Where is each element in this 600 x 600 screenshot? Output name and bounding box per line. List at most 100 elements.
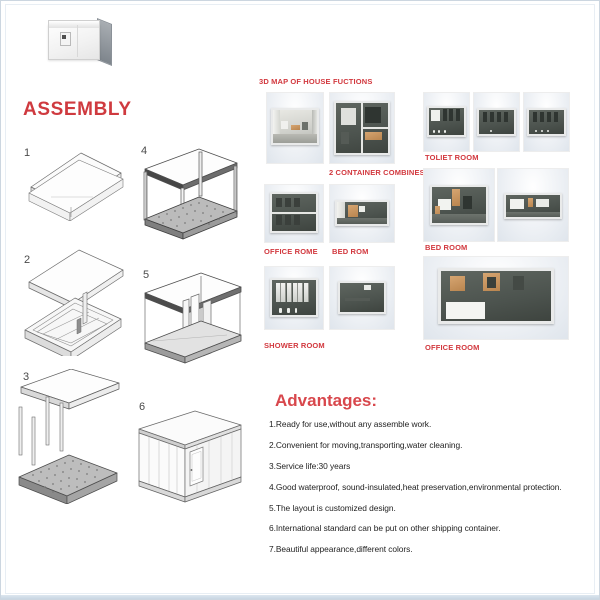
shower-stall-4 [292, 282, 298, 303]
shower-stall-5 [298, 282, 304, 303]
advantage-item-5: 5.The layout is customized design. [269, 502, 396, 513]
assembly-step-1: 1 [13, 141, 128, 221]
toilet-stall-3 [547, 111, 552, 123]
room-desk-3 [293, 197, 300, 208]
toilet-stall-3 [497, 111, 502, 123]
thumb-shower-room[interactable] [264, 266, 324, 330]
thumb-2-container-combines[interactable] [329, 92, 395, 164]
thumb-toliet-room-2[interactable] [473, 92, 520, 152]
toilet-fixture-1 [534, 129, 537, 133]
shower-stall-3 [287, 282, 292, 303]
step-5-number: 5 [143, 269, 150, 281]
assembly-heading: ASSEMBLY [23, 99, 132, 120]
thumb-office-room-large[interactable] [423, 256, 569, 340]
room-partition [536, 198, 550, 208]
step-3-drawing [18, 369, 120, 504]
toilet-fixture-3 [443, 130, 446, 134]
room-interior [438, 268, 554, 325]
room-partition-horizontal [271, 211, 317, 214]
room-partition-horizontal [360, 127, 388, 129]
room-cabinet [513, 276, 525, 291]
container-panel-seam [77, 25, 78, 57]
container-door [60, 32, 71, 46]
room-interior [269, 191, 319, 233]
thumb-toliet-room-1[interactable] [423, 92, 470, 152]
room-unit-bed [365, 131, 383, 140]
toilet-fixture-1 [489, 129, 492, 133]
toilet-stall-1 [533, 111, 538, 123]
room-nightstand [434, 206, 441, 218]
toilet-stall-1 [483, 111, 488, 123]
assembly-step-2: 2 [11, 246, 131, 356]
room-bed [509, 198, 525, 209]
toilet-fixture-3 [547, 129, 550, 133]
room-interior [429, 184, 489, 226]
room-interior [271, 108, 319, 145]
step-3-number: 3 [23, 371, 30, 383]
step-2-drawing [24, 249, 124, 356]
shower-stall-1 [275, 282, 281, 303]
thumb-office-rome[interactable] [264, 184, 324, 243]
thumb-3d-interior-overview[interactable] [266, 92, 324, 164]
toilet-stall-2 [540, 111, 545, 123]
step-4-drawing [143, 148, 238, 240]
toilet-stall-1 [443, 109, 448, 122]
caption-bed-room: BED ROOM [425, 243, 468, 252]
shower-fixture-3 [294, 308, 298, 313]
step-1-number: 1 [24, 147, 31, 159]
room-left-wall [273, 110, 281, 143]
thumb-bed-room-2[interactable] [497, 168, 569, 242]
step-2-number: 2 [24, 254, 31, 266]
room-desk-left [450, 276, 466, 292]
step-6-number: 6 [139, 401, 146, 413]
room-furniture-bed [290, 125, 301, 131]
advantage-item-2: 2.Convenient for moving,transporting,wat… [269, 439, 463, 450]
thumb-bed-rom[interactable] [329, 184, 395, 243]
room-floor [505, 211, 561, 218]
assembly-step-5: 5 [131, 263, 251, 373]
room-interior [477, 108, 516, 136]
room-desk-1 [276, 197, 282, 208]
shower-stall-6 [304, 282, 309, 303]
toilet-stall-2 [490, 111, 495, 123]
room-left-wall [337, 201, 346, 225]
caption-shower-room: SHOWER ROOM [264, 341, 325, 350]
room-desk-4 [276, 215, 282, 225]
thumb-shower-room-alt[interactable] [329, 266, 395, 330]
room-interior [427, 105, 466, 138]
room-unit-b [365, 107, 382, 124]
room-interior [270, 278, 318, 317]
assembly-step-4: 4 [133, 141, 243, 251]
room-wardrobe [348, 204, 358, 217]
thumb-bed-room-1[interactable] [423, 168, 495, 242]
caption-office-room: OFFICE ROOM [425, 343, 480, 352]
room-unit-c [340, 131, 349, 144]
toilet-fixture-2 [540, 129, 543, 133]
assembly-step-3: 3 [9, 369, 129, 504]
room-wardrobe [527, 197, 533, 208]
room-desk-6 [293, 215, 300, 225]
room-interior [335, 199, 389, 227]
advantages-heading: Advantages: [275, 391, 378, 410]
advantage-item-6: 6.International standard can be put on o… [269, 523, 501, 534]
thumb-toliet-room-3[interactable] [523, 92, 570, 152]
room-cabinet [463, 196, 473, 209]
room-floor [273, 134, 317, 143]
shower-fixture-2 [287, 308, 290, 313]
assembly-step-6: 6 [133, 399, 248, 507]
room-interior [334, 101, 390, 155]
room-light-floor-area [445, 302, 486, 320]
room-wardrobe [452, 189, 461, 206]
room-window [363, 284, 371, 291]
caption-toliet-room: TOLIET ROOM [425, 153, 479, 162]
room-furniture-unit [281, 121, 289, 129]
advantage-item-1: 1.Ready for use,without any assemble wor… [269, 419, 432, 429]
container-roof [48, 20, 100, 28]
room-right-wall [312, 110, 317, 143]
toilet-stall-2 [449, 109, 454, 122]
advantages-list: 1.Ready for use,without any assemble wor… [269, 419, 595, 565]
room-interior [337, 280, 387, 315]
room-window [358, 205, 365, 213]
room-interior [527, 108, 566, 136]
step-4-number: 4 [141, 145, 148, 157]
